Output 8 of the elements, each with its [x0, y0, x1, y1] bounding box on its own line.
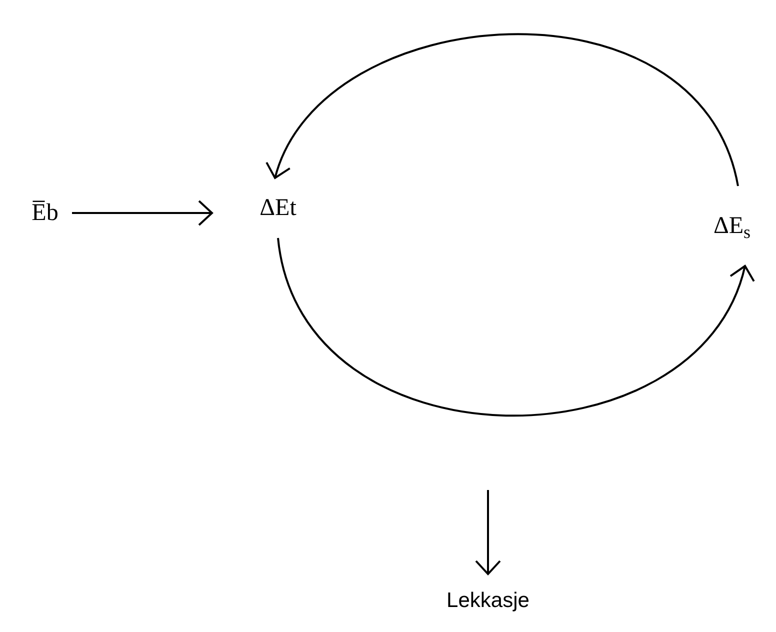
math-label: E̅b — [32, 201, 58, 225]
arrow — [475, 490, 501, 575]
arrow — [277, 238, 752, 416]
arrow — [72, 200, 213, 226]
node-label: Lekkasje — [446, 590, 530, 610]
math-label: ΔEt — [260, 196, 296, 220]
math-label: ΔE$_{s}$ — [713, 214, 751, 238]
arrow — [268, 33, 739, 186]
